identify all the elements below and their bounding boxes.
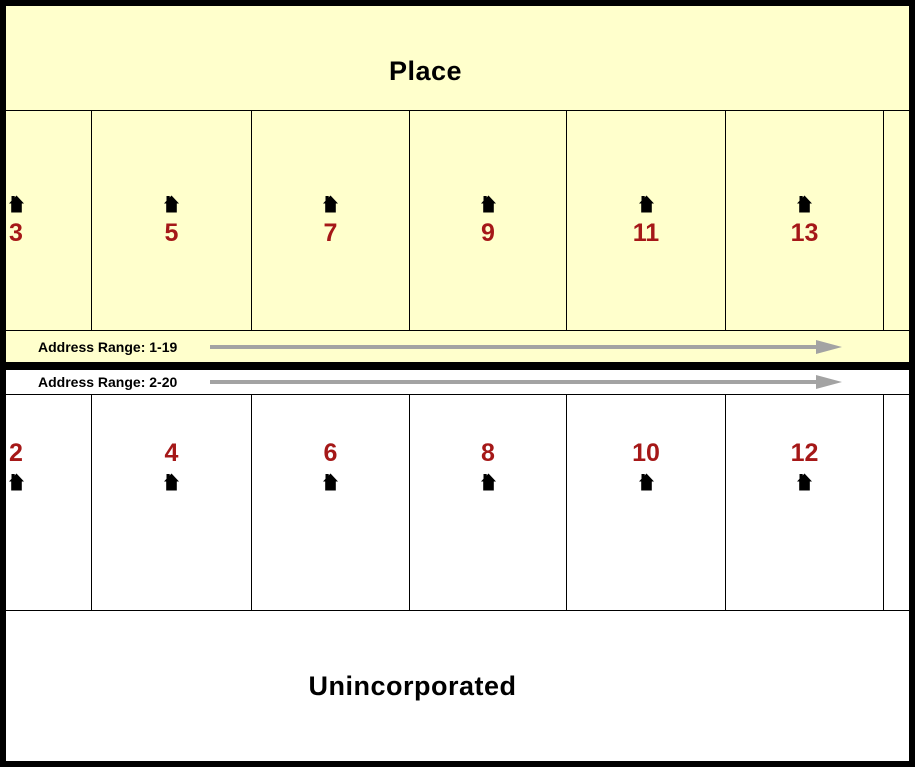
parcel-cell: 2 xyxy=(6,395,92,610)
house-number: 3 xyxy=(9,219,23,247)
house-icon xyxy=(164,195,179,213)
house-number: 13 xyxy=(790,219,819,247)
even-address-range-strip: Address Range: 2-20 xyxy=(6,370,909,395)
house-number: 7 xyxy=(323,219,338,247)
house-icon xyxy=(323,195,338,213)
even-parcels-row: 2 4 6 8 10 xyxy=(6,395,909,611)
odd-parcels-row: 3 5 7 9 11 xyxy=(6,111,909,331)
parcel-cell: 10 xyxy=(567,395,726,610)
parcel-cell: 3 xyxy=(6,111,92,330)
house-number: 4 xyxy=(164,439,179,467)
parcel-cell: 11 xyxy=(567,111,726,330)
even-range-label: Address Range: 2-20 xyxy=(38,374,178,390)
house-number: 8 xyxy=(481,439,495,467)
parcel-cell: 8 xyxy=(410,395,567,610)
street-centerline xyxy=(6,362,909,370)
house-number: 11 xyxy=(632,219,660,247)
house-number: 10 xyxy=(632,439,660,467)
house-icon xyxy=(638,473,654,491)
parcel-cell-clipped xyxy=(884,111,909,330)
odd-address-range-strip: Address Range: 1-19 xyxy=(6,331,909,362)
parcel-cell: 13 xyxy=(726,111,884,330)
parcel-cell: 4 xyxy=(92,395,252,610)
house-number: 9 xyxy=(481,219,495,247)
right-arrow-icon xyxy=(210,375,842,389)
parcel-cell: 7 xyxy=(252,111,410,330)
house-icon xyxy=(9,473,24,491)
house-icon xyxy=(164,473,179,491)
house-number: 5 xyxy=(164,219,179,247)
unincorporated-area: Unincorporated xyxy=(6,611,909,761)
odd-range-label: Address Range: 1-19 xyxy=(38,338,178,355)
house-icon xyxy=(797,473,812,491)
house-number: 6 xyxy=(323,439,338,467)
parcel-cell: 6 xyxy=(252,395,410,610)
place-banner: Place xyxy=(6,6,909,111)
place-label: Place xyxy=(388,55,463,86)
parcel-cell: 5 xyxy=(92,111,252,330)
right-arrow-icon xyxy=(210,339,842,354)
house-icon xyxy=(9,195,24,213)
house-icon xyxy=(797,195,812,213)
parcel-cell-clipped xyxy=(884,395,909,610)
parcel-cell: 9 xyxy=(410,111,567,330)
house-number: 12 xyxy=(790,439,819,467)
house-icon xyxy=(323,473,338,491)
unincorporated-label: Unincorporated xyxy=(308,670,517,701)
house-icon xyxy=(480,473,496,491)
house-number: 2 xyxy=(9,439,23,467)
house-icon xyxy=(638,195,654,213)
house-icon xyxy=(480,195,496,213)
parcel-cell: 12 xyxy=(726,395,884,610)
